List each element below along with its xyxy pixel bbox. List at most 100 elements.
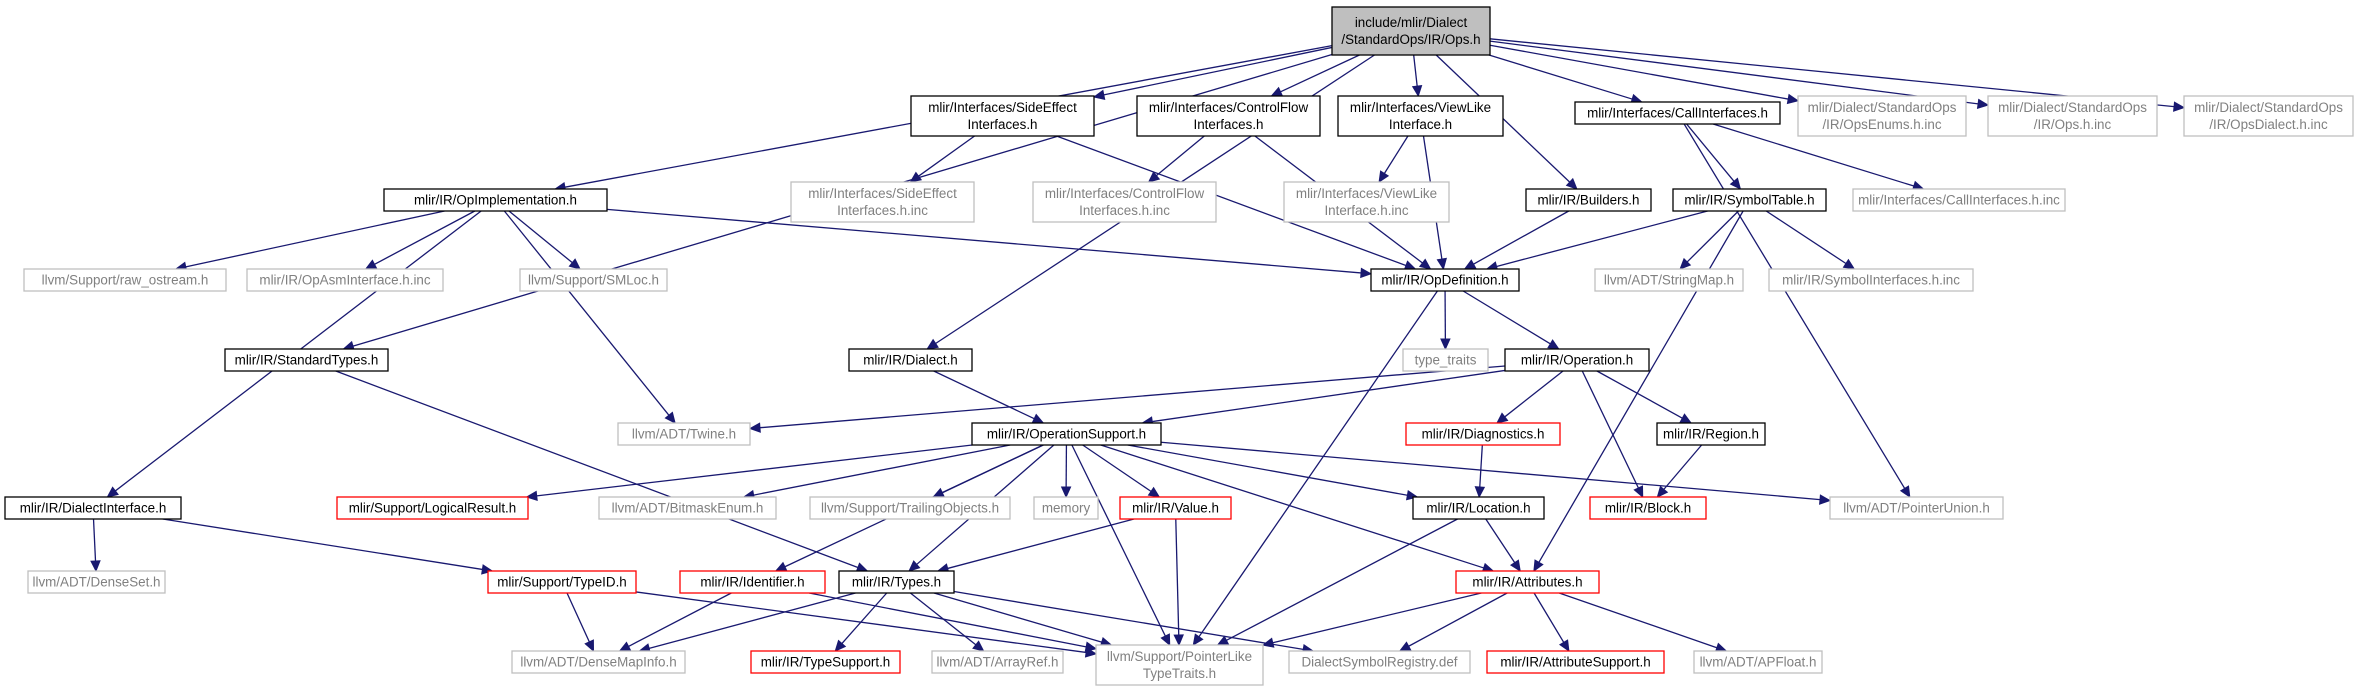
node-box: [1119, 496, 1232, 520]
node-box: [848, 348, 973, 372]
arrowhead-ops_h-to-opsdialect: [2173, 101, 2186, 112]
node-typeid[interactable]: mlir/Support/TypeID.h: [487, 570, 637, 594]
edge-stdtypes-to-types: [335, 370, 859, 569]
node-box: [4, 496, 182, 520]
node-block[interactable]: mlir/IR/Block.h: [1589, 496, 1707, 520]
arrowhead-types-to-arrayref: [972, 640, 985, 652]
node-label: llvm/ADT/ArrayRef.h: [936, 655, 1058, 670]
node-label: llvm/ADT/DenseMapInfo.h: [520, 655, 676, 670]
edge-opimpl-to-opasm_inc: [374, 210, 476, 265]
node-opdef[interactable]: mlir/IR/OpDefinition.h: [1370, 268, 1520, 292]
node-box: [1032, 181, 1217, 223]
node-box: [23, 268, 227, 292]
arrowhead-opimpl-to-smloc: [568, 258, 581, 270]
edge-opdef-to-operation: [1462, 290, 1551, 345]
node-opsupport[interactable]: mlir/IR/OperationSupport.h: [971, 422, 1162, 446]
node-diagnostics[interactable]: mlir/IR/Diagnostics.h: [1405, 422, 1561, 446]
node-label: mlir/Interfaces/ControlFlow: [1045, 186, 1205, 201]
node-label: mlir/IR/Location.h: [1426, 501, 1530, 516]
edge-identifier-to-densemapinfo: [628, 592, 732, 647]
edge-ops_h-to-opsenums: [1489, 44, 1789, 100]
node-operation[interactable]: mlir/IR/Operation.h: [1504, 348, 1650, 372]
arrowhead-symtable-to-stringmap: [1679, 257, 1692, 270]
arrowhead-se_if-to-se_inc: [909, 171, 923, 183]
node-label: mlir/IR/OpAsmInterface.h.inc: [259, 273, 430, 288]
arrowhead-ops_h-to-builders: [1565, 177, 1578, 190]
arrowhead-operation-to-twine: [748, 422, 761, 433]
edge-value-to-ptrliketraits: [1175, 518, 1180, 636]
node-attrsupport[interactable]: mlir/IR/AttributeSupport.h: [1486, 650, 1665, 674]
arrowhead-cf_if-to-cf_inc: [1147, 171, 1161, 183]
node-box: [679, 570, 826, 594]
node-arrayref: llvm/ADT/ArrayRef.h: [931, 650, 1064, 674]
node-box: [383, 188, 608, 212]
node-stdtypes[interactable]: mlir/IR/StandardTypes.h: [224, 348, 389, 372]
node-se_inc: mlir/Interfaces/SideEffectInterfaces.h.i…: [790, 181, 975, 223]
arrowhead-opsupport-to-pointerunion: [1819, 494, 1832, 505]
node-dialectif[interactable]: mlir/IR/DialectInterface.h: [4, 496, 182, 520]
node-box: [1829, 496, 2004, 520]
node-label: mlir/Support/LogicalResult.h: [349, 501, 516, 516]
node-location[interactable]: mlir/IR/Location.h: [1412, 496, 1545, 520]
arrowhead-opimpl-to-opdef: [1360, 267, 1373, 279]
edge-opimpl-to-smloc: [508, 210, 573, 264]
edge-ops_h-to-call_if: [1488, 54, 1633, 100]
edge-typeid-to-densemapinfo: [566, 592, 590, 643]
node-opimpl[interactable]: mlir/IR/OpImplementation.h: [383, 188, 608, 212]
node-label: include/mlir/Dialect: [1355, 15, 1468, 30]
node-box: [1574, 101, 1781, 125]
node-label: mlir/IR/Value.h: [1132, 501, 1219, 516]
edge-opsupport-to-pointerunion: [1160, 441, 1821, 501]
node-dialect[interactable]: mlir/IR/Dialect.h: [848, 348, 973, 372]
node-apfloat: llvm/ADT/APFloat.h: [1693, 650, 1823, 674]
node-box: [27, 570, 166, 594]
edges-layer: [90, 38, 2186, 658]
node-builders[interactable]: mlir/IR/Builders.h: [1525, 188, 1652, 212]
node-box: [2183, 95, 2354, 137]
node-region[interactable]: mlir/IR/Region.h: [1656, 422, 1766, 446]
node-box: [1589, 496, 1707, 520]
node-box: [750, 650, 901, 674]
edge-opsupport-to-value: [1082, 444, 1152, 492]
node-box: [809, 496, 1011, 520]
arrowhead-attributes-to-attrsupport: [1558, 639, 1570, 653]
arrowhead-vl_if-to-vl_inc: [1378, 170, 1390, 184]
arrowhead-attributes-to-dialectsymreg: [1398, 641, 1412, 652]
edge-location-to-ptrliketraits: [1226, 518, 1458, 641]
node-box: [910, 95, 1095, 137]
edge-opdef-to-ptrliketraits: [1198, 290, 1438, 638]
node-box: [1797, 95, 1967, 137]
node-label: mlir/Interfaces/ViewLike: [1350, 100, 1491, 115]
node-box: [1594, 268, 1744, 292]
edge-value-to-types: [947, 518, 1135, 570]
node-label: mlir/Interfaces/CallInterfaces.h: [1587, 106, 1768, 121]
node-call_if[interactable]: mlir/Interfaces/CallInterfaces.h: [1574, 101, 1781, 125]
edge-dialect-to-opsupport: [933, 370, 1035, 420]
node-label: DialectSymbolRegistry.def: [1301, 655, 1457, 670]
node-typesupport[interactable]: mlir/IR/TypeSupport.h: [750, 650, 901, 674]
node-label: /IR/OpsEnums.h.inc: [1822, 117, 1941, 132]
node-attributes[interactable]: mlir/IR/Attributes.h: [1455, 570, 1600, 594]
node-symtable[interactable]: mlir/IR/SymbolTable.h: [1672, 188, 1827, 212]
node-value[interactable]: mlir/IR/Value.h: [1119, 496, 1232, 520]
node-label: Interfaces.h: [1194, 117, 1264, 132]
arrowhead-symtable-to-symif_inc: [1842, 258, 1856, 270]
node-logicalresult[interactable]: mlir/Support/LogicalResult.h: [336, 496, 529, 520]
node-ops_h[interactable]: include/mlir/Dialect/StandardOps/IR/Ops.…: [1331, 6, 1491, 56]
edge-operation-to-twine: [759, 365, 1506, 429]
arrowhead-opimpl-to-opasm_inc: [364, 259, 378, 270]
node-label: llvm/Support/raw_ostream.h: [42, 273, 209, 288]
node-types[interactable]: mlir/IR/Types.h: [838, 570, 955, 594]
node-identifier[interactable]: mlir/IR/Identifier.h: [679, 570, 826, 594]
arrowhead-attributes-to-ptrliketraits: [1261, 637, 1275, 648]
edge-symtable-to-stringmap: [1686, 210, 1739, 263]
node-label: mlir/IR/OpDefinition.h: [1381, 273, 1508, 288]
node-box: [1672, 188, 1827, 212]
arrowhead-diagnostics-to-location: [1474, 486, 1486, 499]
node-box: [1768, 268, 1974, 292]
edge-dialectif-to-typeid: [162, 518, 483, 571]
edge-types-to-ptrliketraits: [933, 592, 1102, 643]
